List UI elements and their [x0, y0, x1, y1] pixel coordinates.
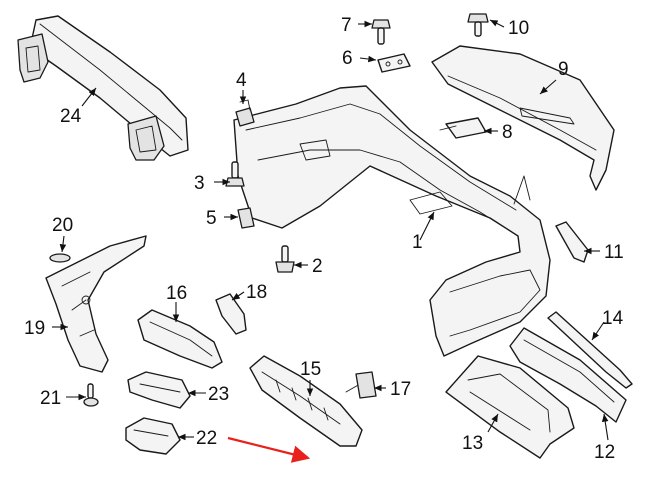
leader-13: [487, 413, 499, 433]
part-10-clip: [467, 13, 489, 37]
callout-1: 1: [412, 232, 423, 253]
part-7-screw: [371, 19, 391, 45]
callout-5: 5: [206, 208, 217, 229]
part-14-molding: [547, 311, 633, 389]
callout-labels: 1 2 3 4 5 6 7 8 9 10 11 12 13 14 15 16 1…: [24, 15, 624, 463]
part-12-lower-trim: [509, 327, 627, 423]
part-20-nut: [49, 253, 71, 263]
callout-3: 3: [194, 173, 205, 194]
callout-4: 4: [236, 70, 247, 91]
leader-20: [59, 235, 67, 253]
callout-21: 21: [40, 388, 61, 409]
part-22-bracket: [125, 417, 181, 455]
part-24-impact-beam: [17, 15, 189, 161]
callout-16: 16: [166, 283, 187, 304]
part-2-bolt: [275, 245, 295, 273]
leader-9: [539, 79, 557, 95]
part-21-screw: [83, 383, 99, 407]
highlight-arrow: [227, 436, 311, 463]
callout-2: 2: [312, 256, 323, 277]
callout-18: 18: [246, 282, 267, 303]
callout-15: 15: [300, 359, 321, 380]
callout-17: 17: [390, 379, 411, 400]
callout-19: 19: [24, 318, 45, 339]
part-23-bracket: [127, 371, 191, 409]
part-17-bolt: [345, 371, 377, 399]
callout-9: 9: [558, 59, 569, 80]
part-4-clip: [235, 99, 255, 127]
part-1-bumper-cover: [233, 85, 551, 357]
leader-24: [81, 87, 97, 107]
part-18-small-bracket: [215, 293, 247, 335]
callout-22: 22: [196, 428, 217, 449]
callout-24: 24: [60, 106, 82, 127]
leader-6: [359, 55, 377, 63]
part-11-reflector: [555, 221, 589, 263]
leader-14: [591, 321, 605, 341]
part-6-plate: [377, 53, 411, 73]
callout-8: 8: [502, 122, 513, 143]
part-16-side-bracket: [137, 309, 223, 369]
callout-20: 20: [52, 215, 73, 236]
leader-12: [601, 413, 609, 441]
part-15-absorber: [249, 355, 363, 447]
callout-10: 10: [508, 18, 529, 39]
callout-7: 7: [341, 15, 352, 36]
part-5-bracket: [237, 207, 255, 229]
callout-23: 23: [208, 384, 229, 405]
part-13-lower-panel: [445, 355, 575, 459]
part-8-bracket: [439, 117, 487, 139]
leader-18: [231, 291, 245, 301]
callout-12: 12: [594, 442, 615, 463]
callout-6: 6: [342, 48, 353, 69]
leader-1: [419, 211, 435, 241]
leader-lines: [52, 19, 609, 441]
leader-10: [489, 19, 505, 28]
callout-14: 14: [602, 308, 624, 329]
callout-11: 11: [604, 242, 624, 263]
part-9-diffuser-trim: [431, 45, 615, 191]
callout-13: 13: [462, 433, 483, 454]
part-19-side-support: [45, 235, 147, 373]
